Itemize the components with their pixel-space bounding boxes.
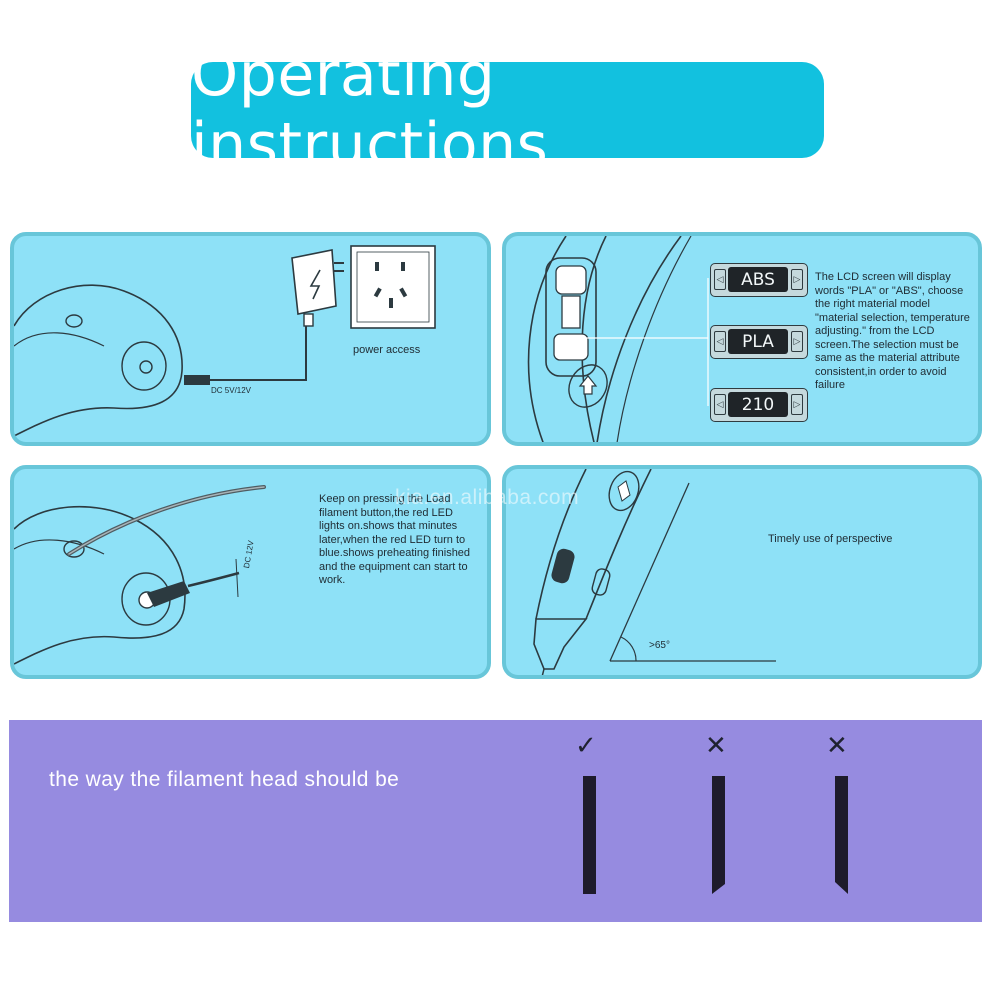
lcd-screen-abs: ◁ ABS ▷ (710, 263, 808, 297)
pen-angle-illustration (533, 469, 776, 675)
lcd-screen-temp: ◁ 210 ▷ (710, 388, 808, 422)
filament-tip-angled (835, 776, 848, 894)
angle-label: >65° (649, 640, 670, 651)
watermark: kia.en.alibaba.com (395, 486, 580, 509)
right-arrow-icon: ▷ (791, 269, 803, 290)
left-arrow-icon: ◁ (714, 269, 726, 290)
cable-label: DC 5V/12V (211, 386, 252, 395)
power-socket (350, 245, 436, 329)
filament-label: the way the filament head should be (49, 768, 400, 791)
panel-load: DC 12V Keep on pressing the Load filamen… (10, 465, 491, 679)
load-description: Keep on pressing the Load filament butto… (319, 493, 471, 586)
pen-load-illustration (14, 485, 266, 665)
filament-band: the way the filament head should be ✓ ✕ … (9, 720, 982, 922)
right-arrow-icon: ▷ (791, 394, 803, 415)
dc-plug (147, 581, 190, 607)
lcd-screen-pla: ◁ PLA ▷ (710, 325, 808, 359)
arrow-up-icon (578, 375, 598, 395)
filament-tip-flat (583, 776, 596, 894)
lcd-text: ABS (728, 267, 788, 292)
left-arrow-icon: ◁ (714, 394, 726, 415)
panel-angle: Timely use of perspective >65° (502, 465, 982, 679)
cross-icon: ✕ (826, 730, 848, 760)
lcd-text: PLA (728, 329, 788, 354)
lcd-description: The LCD screen will display words "PLA" … (815, 271, 970, 391)
arrow-down-icon (617, 480, 631, 502)
check-icon: ✓ (575, 730, 597, 760)
filament-tip-slanted (712, 776, 725, 894)
dc-plug (184, 375, 210, 385)
angle-description: Timely use of perspective (768, 533, 893, 545)
cross-icon: ✕ (705, 730, 727, 760)
filament-tips (583, 776, 848, 894)
right-arrow-icon: ▷ (791, 331, 803, 352)
angle-line (609, 482, 690, 662)
title-banner: Operating instructions (191, 40, 824, 180)
lcd-text: 210 (728, 392, 788, 417)
pen-lcd-illustration (527, 236, 709, 442)
left-arrow-icon: ◁ (714, 331, 726, 352)
pen-power-illustration (14, 245, 436, 437)
panel-power: DC 5V/12V power access (10, 232, 491, 446)
page-title: Operating instructions (191, 40, 549, 180)
panel-lcd: ◁ ABS ▷ ◁ PLA ▷ ◁ 210 ▷ The LCD screen w… (502, 232, 982, 446)
lightning-icon (309, 269, 321, 300)
socket-label: power access (353, 344, 421, 356)
